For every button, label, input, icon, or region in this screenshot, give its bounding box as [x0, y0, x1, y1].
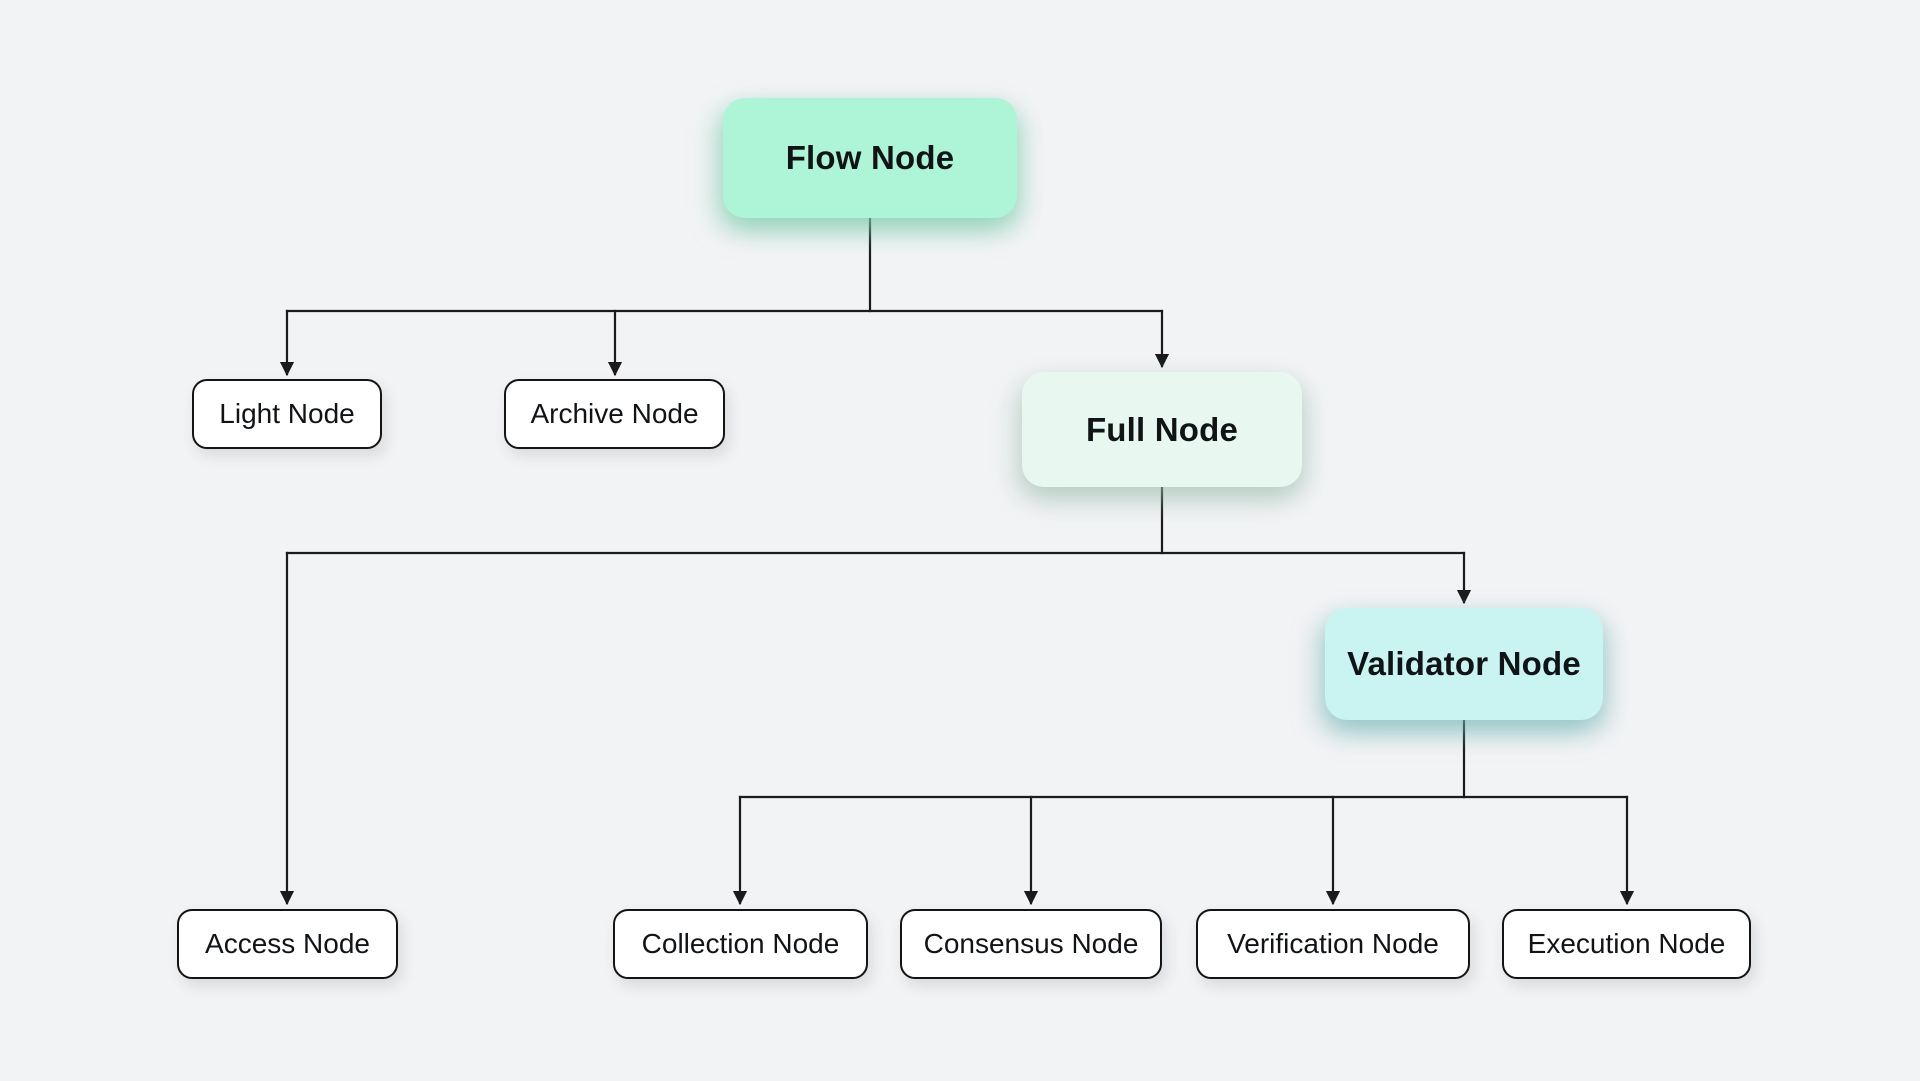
node-full: Full Node [1022, 372, 1302, 487]
node-flow-label: Flow Node [785, 139, 955, 176]
node-collection-label: Collection Node [641, 928, 840, 959]
node-execution-label: Execution Node [1527, 928, 1726, 959]
node-validator-label: Validator Node [1347, 645, 1581, 682]
node-execution: Execution Node [1502, 909, 1751, 979]
node-light: Light Node [192, 379, 382, 449]
node-access: Access Node [177, 909, 398, 979]
node-light-label: Light Node [219, 398, 355, 429]
node-collection: Collection Node [613, 909, 868, 979]
node-verification: Verification Node [1196, 909, 1470, 979]
node-consensus-label: Consensus Node [923, 928, 1139, 959]
node-archive: Archive Node [504, 379, 725, 449]
node-consensus: Consensus Node [900, 909, 1162, 979]
node-archive-label: Archive Node [530, 398, 699, 429]
node-verification-label: Verification Node [1227, 928, 1439, 959]
node-access-label: Access Node [205, 928, 370, 959]
node-full-label: Full Node [1085, 410, 1239, 448]
node-validator: Validator Node [1325, 608, 1603, 720]
node-flow: Flow Node [723, 98, 1017, 218]
